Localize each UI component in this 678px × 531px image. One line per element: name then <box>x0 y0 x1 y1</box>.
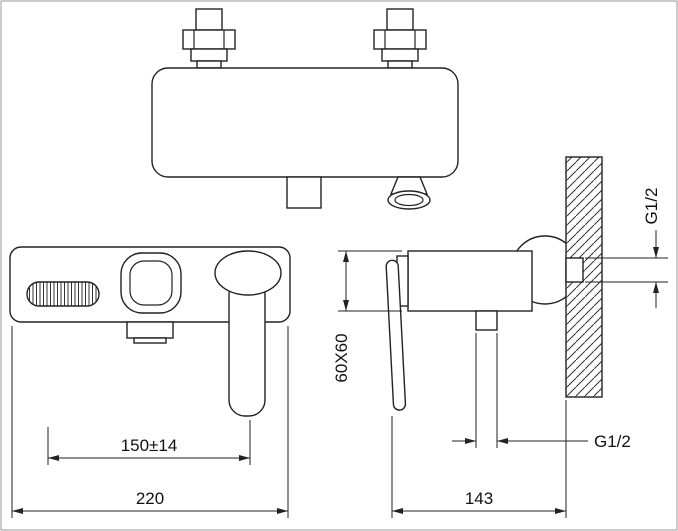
dim-overall-width-label: 220 <box>136 489 164 508</box>
faucet-body-top <box>151 67 459 178</box>
dim-body-section: 60X60 <box>332 250 402 383</box>
dim-outlet-thread-label: G1/2 <box>594 432 631 451</box>
dim-outlet-thread: G1/2 <box>452 333 631 451</box>
outlet-thread-side <box>475 310 498 331</box>
right-union-connector <box>373 8 427 69</box>
top-view <box>151 8 459 210</box>
front-view <box>9 246 291 417</box>
diverter-knob <box>120 252 182 314</box>
dim-body-section-label: 60X60 <box>332 333 351 382</box>
lever-handle-top <box>387 176 431 210</box>
left-union-connector <box>182 8 236 69</box>
dim-depth: 143 <box>391 400 567 518</box>
dim-center-distance-label: 150±14 <box>121 436 178 455</box>
dim-center-distance: 150±14 <box>47 420 251 465</box>
wall-pipe-connection <box>565 257 584 283</box>
dim-depth-label: 143 <box>465 489 493 508</box>
lever-handle-front <box>214 250 282 417</box>
faucet-body-side <box>407 250 533 312</box>
dim-wall-thread: G1/2 <box>585 188 668 308</box>
dim-wall-thread-label: G1/2 <box>642 188 661 225</box>
side-view <box>385 156 603 411</box>
aerator-grille <box>26 281 100 307</box>
outlet-top <box>286 176 322 209</box>
lower-outlet-stub <box>126 321 174 344</box>
lever-handle-side <box>385 259 407 411</box>
dim-overall-width: 220 <box>11 326 289 518</box>
